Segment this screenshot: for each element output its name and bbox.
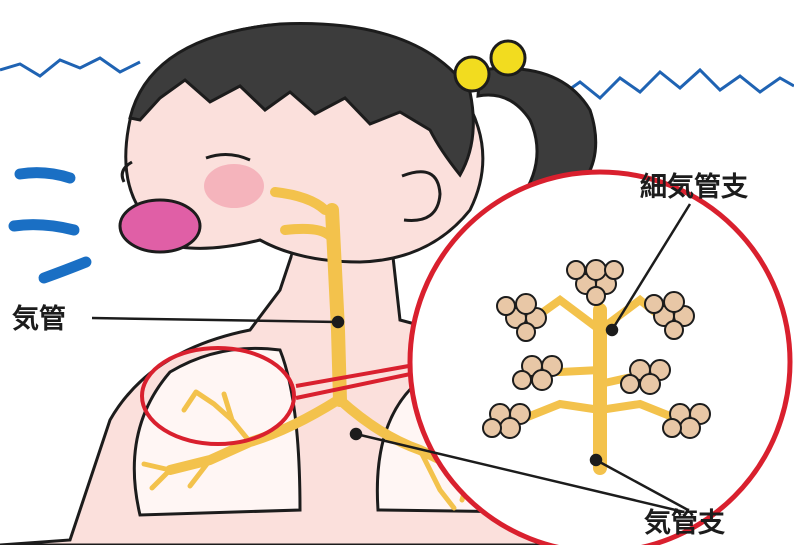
leader-bronchi-dot-1 [351,429,361,439]
label-bronchiole: 細気管支 [640,174,748,201]
label-trachea: 気管 [12,306,66,333]
hair-tie-left [455,57,489,91]
open-mouth [120,200,200,252]
leader-bronchi-dot-2 [591,455,601,465]
cheek-blush [204,164,264,208]
trachea [332,210,340,400]
hair-tie-right [491,41,525,75]
ear [402,172,440,221]
label-bronchi: 気管支 [644,510,725,537]
leader-trachea-dot [333,317,343,327]
breath-marks [14,173,86,278]
leader-bronchiole-dot [607,325,617,335]
